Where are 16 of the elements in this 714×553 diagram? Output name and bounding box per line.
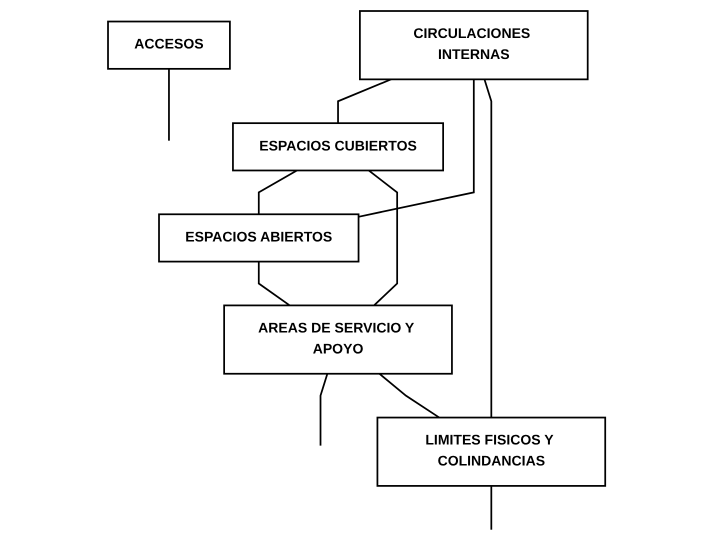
connector (490, 486, 493, 530)
connector (168, 68, 170, 141)
connector (258, 170, 298, 214)
connector (258, 262, 291, 306)
node-box: ACCESOS (108, 20, 232, 70)
connector (368, 170, 398, 306)
connector (320, 373, 329, 446)
node-box: ESPACIOS CUBIERTOS (232, 122, 444, 172)
node-box: CIRCULACIONES INTERNAS (359, 10, 589, 80)
connector (379, 373, 440, 418)
node-box: ESPACIOS ABIERTOS (158, 213, 360, 262)
connector (484, 79, 493, 418)
connector (338, 78, 392, 124)
node-box: LIMITES FISICOS Y COLINDANCIAS (376, 416, 606, 487)
connector (358, 79, 476, 218)
node-box: AREAS DE SERVICIO Y APOYO (224, 304, 454, 375)
